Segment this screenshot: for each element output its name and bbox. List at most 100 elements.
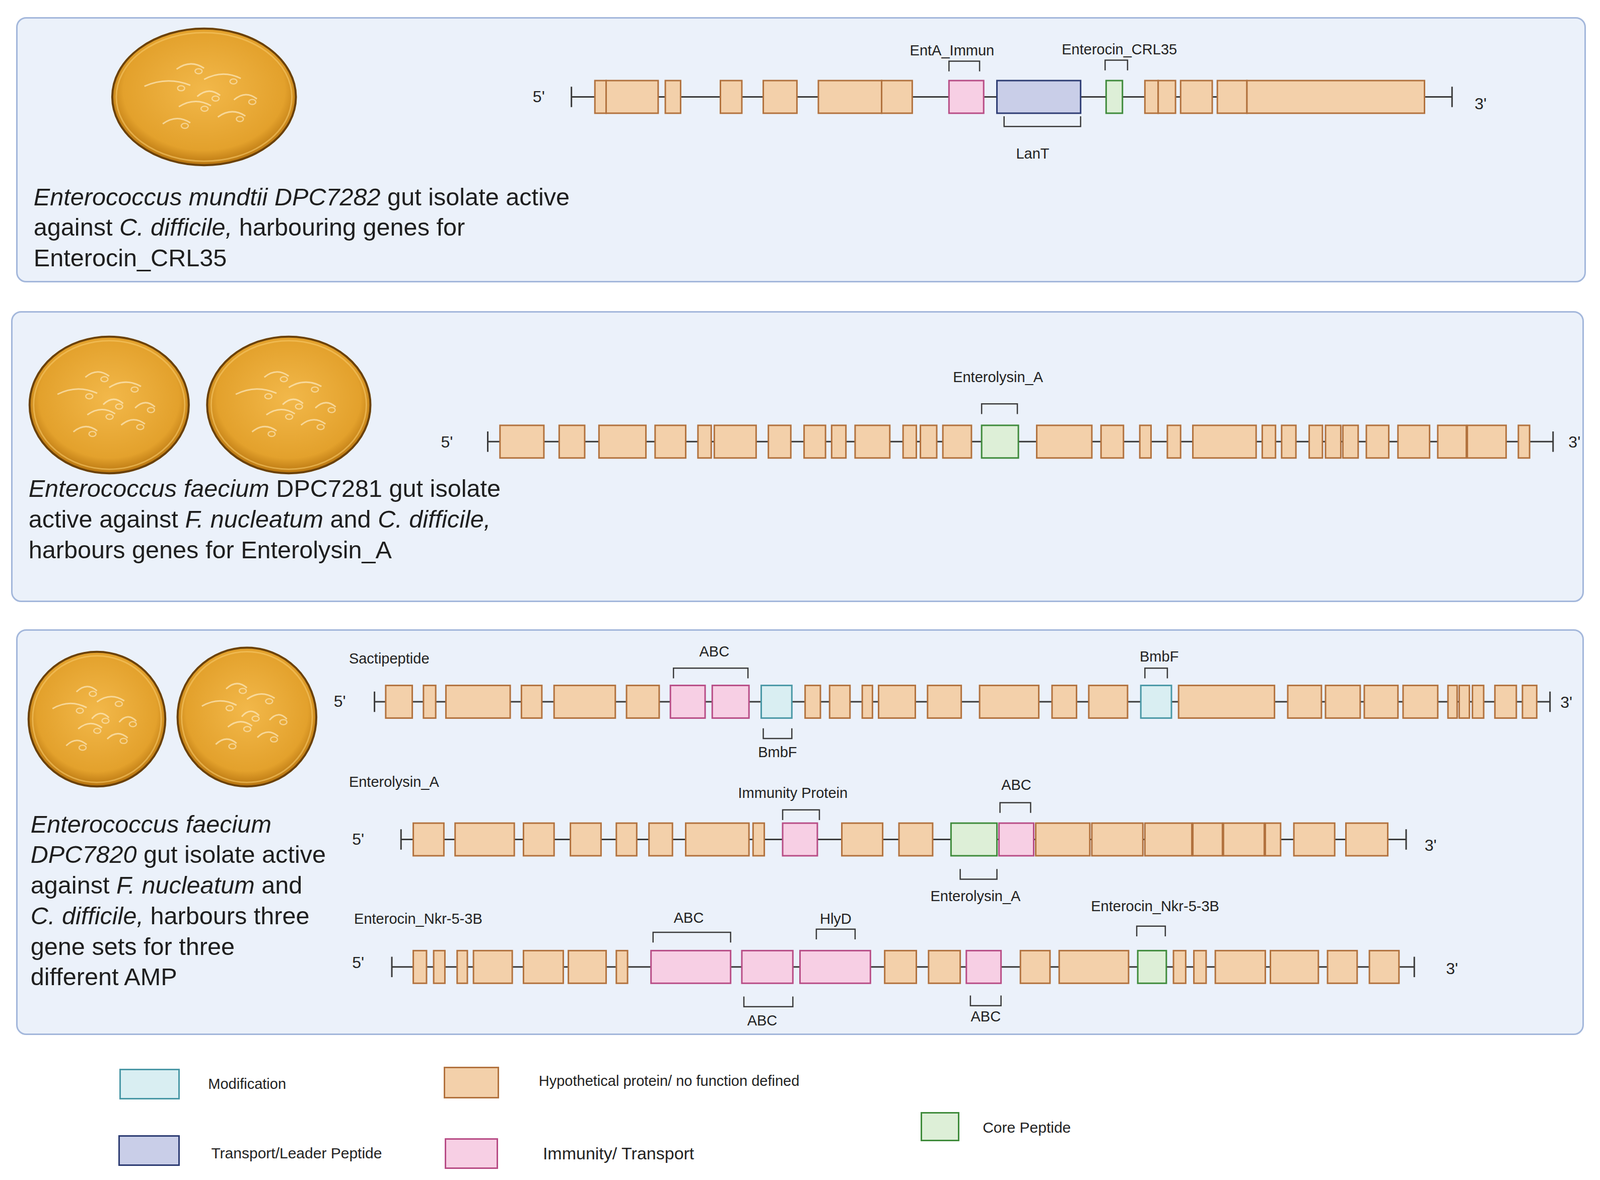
gene-box xyxy=(1447,685,1457,719)
gene-box xyxy=(1137,950,1167,984)
gene-box xyxy=(862,685,873,719)
gene-box xyxy=(712,685,749,719)
legend-swatch xyxy=(444,1138,498,1170)
description-word: mundtii xyxy=(188,183,268,211)
description-word: harbours xyxy=(28,536,126,564)
gene-label: Enterocin_Nkr-5-3B xyxy=(354,911,483,928)
gene-label: ABC xyxy=(699,644,730,661)
gene-box xyxy=(1437,425,1467,459)
gene-label: ABC xyxy=(970,1009,1001,1026)
description-word: and xyxy=(261,871,303,899)
strand-end-label: 5' xyxy=(441,434,454,452)
gene-box xyxy=(413,823,445,857)
gene-box xyxy=(1325,685,1361,719)
gene-box xyxy=(1369,950,1400,984)
gene-box xyxy=(1223,823,1265,857)
colony xyxy=(280,376,288,382)
description-word: Enterolysin_A xyxy=(240,536,392,564)
description-word: difficile, xyxy=(408,505,491,533)
colony xyxy=(285,414,293,420)
colony xyxy=(327,407,335,413)
description-word: F. xyxy=(116,871,135,899)
dna-backbone xyxy=(487,441,1553,443)
colony xyxy=(243,726,251,732)
gene-label: Enterolysin_A xyxy=(930,888,1021,906)
gene-box xyxy=(1522,685,1537,719)
description-word: DPC7820 xyxy=(30,841,137,869)
description-word: gut xyxy=(389,474,424,503)
colony xyxy=(239,688,247,694)
petri-dish xyxy=(29,336,189,474)
backbone-cap xyxy=(373,691,376,713)
colony xyxy=(252,716,260,722)
gene-box xyxy=(800,950,871,984)
description-word: C. xyxy=(119,213,145,241)
colony xyxy=(317,424,325,430)
colony xyxy=(100,376,108,382)
description-word: different xyxy=(30,963,119,991)
description-word: three xyxy=(178,933,235,961)
description-word: faecium xyxy=(183,474,270,503)
gene-box xyxy=(763,80,798,114)
gene-box xyxy=(523,950,564,984)
colony xyxy=(106,414,114,420)
strand-end-label: 5' xyxy=(333,692,346,711)
gene-box xyxy=(902,425,917,459)
gene-bracket xyxy=(743,997,793,1008)
colony xyxy=(270,737,278,743)
gene-box xyxy=(385,685,413,719)
strand-end-label: 5' xyxy=(352,830,365,849)
gene-bracket xyxy=(1104,60,1128,71)
gene-box xyxy=(966,950,1002,984)
gene-box xyxy=(433,950,445,984)
gene-box xyxy=(1309,425,1323,459)
gene-box xyxy=(761,685,793,719)
gene-bracket xyxy=(653,932,731,943)
gene-bracket xyxy=(948,61,980,72)
backbone-cap xyxy=(1552,431,1554,453)
gene-box xyxy=(1398,425,1430,459)
colony xyxy=(147,407,155,413)
gene-box xyxy=(942,425,972,459)
description-word: genes xyxy=(363,213,430,241)
gene-box xyxy=(878,685,916,719)
isolate-description: Enterococcus faecium DPC7281 gut isolate… xyxy=(28,473,523,566)
legend-text: Immunity/ Transport xyxy=(542,1144,694,1164)
gene-box xyxy=(655,425,686,459)
gene-box xyxy=(1167,425,1181,459)
gene-box xyxy=(1035,823,1090,857)
gene-box xyxy=(473,950,513,984)
backbone-cap xyxy=(391,957,393,979)
gene-box xyxy=(948,80,984,114)
legend-swatch xyxy=(119,1069,180,1100)
colony xyxy=(76,708,84,714)
gene-box xyxy=(898,823,933,857)
colony xyxy=(194,68,202,74)
colony xyxy=(93,728,101,734)
strand-end-label: 3' xyxy=(1445,960,1458,979)
gene-box xyxy=(981,425,1019,459)
colony xyxy=(115,701,123,707)
gene-box xyxy=(1458,685,1470,719)
gene-box xyxy=(997,80,1081,114)
colony xyxy=(177,85,185,91)
legend-text: Core Peptide xyxy=(982,1119,1071,1136)
gene-box xyxy=(1472,685,1484,719)
gene-box xyxy=(829,685,851,719)
gene-box xyxy=(1246,80,1425,114)
description-word: and xyxy=(330,505,372,533)
gene-box xyxy=(927,685,962,719)
gene-box xyxy=(1327,950,1358,984)
gene-label: BmbF xyxy=(1139,649,1179,666)
gene-box xyxy=(594,80,606,114)
gene-bracket xyxy=(1136,926,1166,937)
description-word: gut xyxy=(143,841,178,869)
gene-box xyxy=(831,425,846,459)
petri-dish xyxy=(112,28,297,166)
description-word: harbouring xyxy=(239,213,357,241)
description-word: Enterocin_CRL35 xyxy=(33,244,228,272)
description-word: active xyxy=(261,841,326,869)
backbone-cap xyxy=(1451,86,1453,108)
gene-label: Sactipeptide xyxy=(349,651,430,668)
gene-box xyxy=(1193,425,1257,459)
